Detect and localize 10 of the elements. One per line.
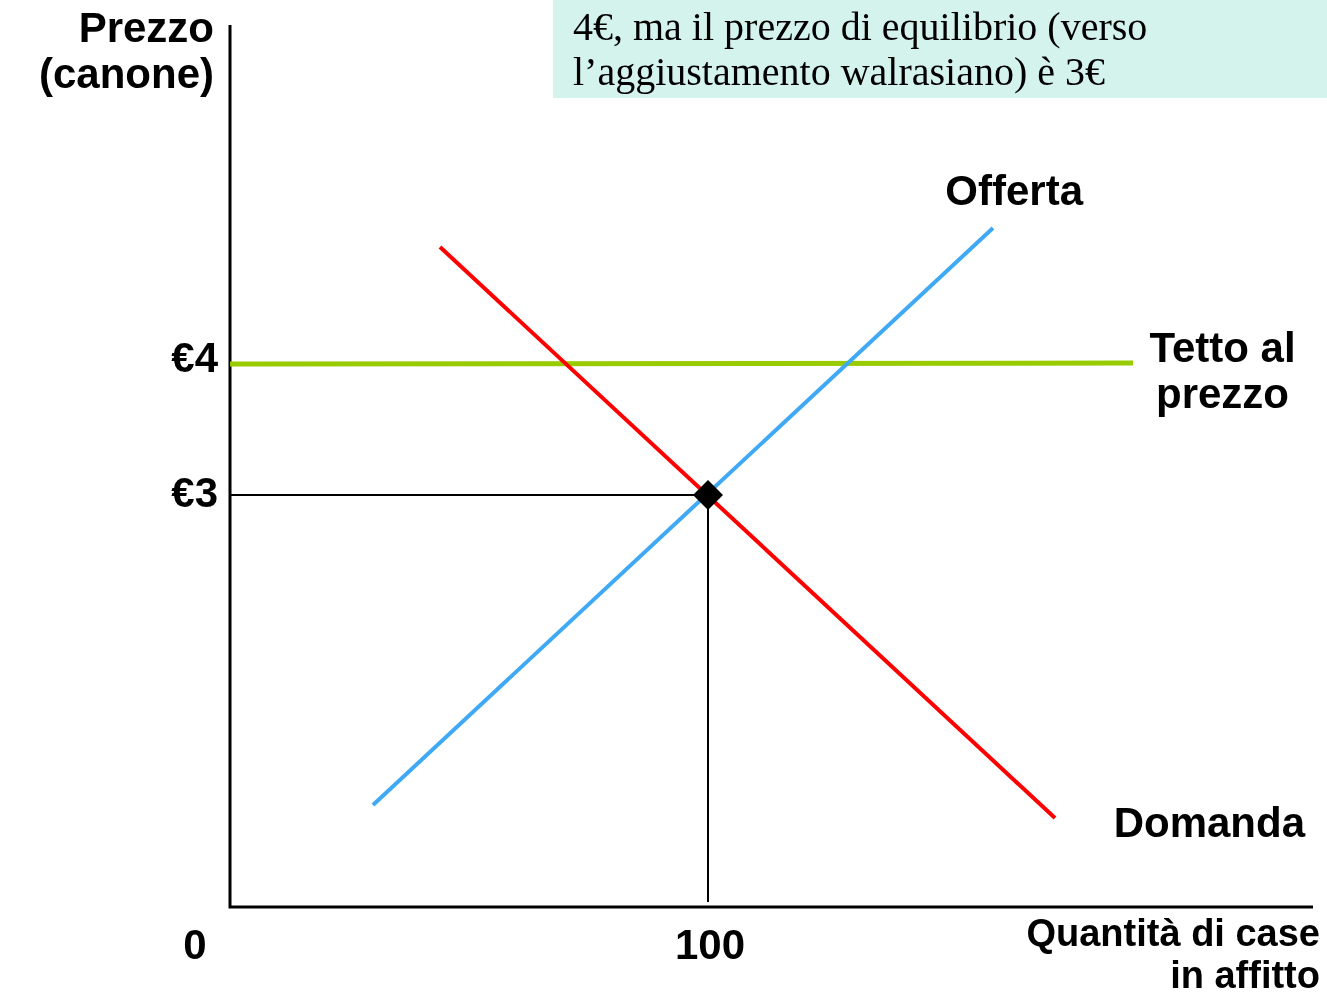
tick-label: €3: [170, 470, 218, 516]
axis-title: Prezzo (canone): [38, 5, 214, 97]
curve-label: Domanda: [1112, 800, 1305, 846]
note-text: 4€, ma il prezzo di equilibrio (verso l’aggiustamento walrasiano) è 3€: [573, 4, 1149, 94]
curve-label: Offerta: [944, 168, 1083, 214]
tick-label: 0: [182, 922, 208, 968]
axis-title: Quantità di case in affitto: [1025, 912, 1320, 996]
tick-label: €4: [170, 335, 218, 381]
curve-label: Tetto al prezzo: [1148, 325, 1297, 417]
tick-label: 100: [673, 922, 747, 968]
